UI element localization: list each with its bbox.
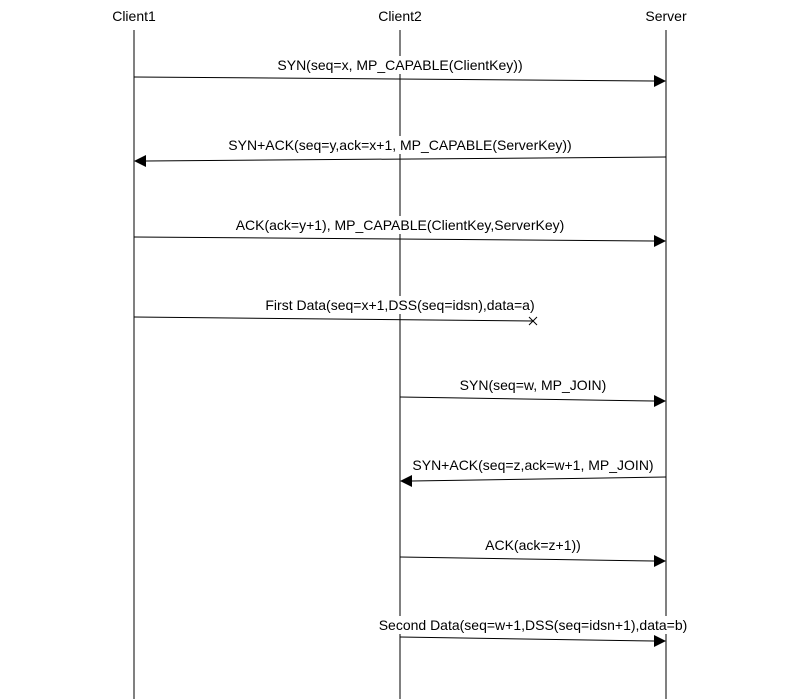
message-1-label-bg [270,56,530,74]
participant-server-label: Server [645,8,687,24]
participant-client2-label: Client2 [378,8,422,24]
message-5-label-bg [452,376,614,394]
message-3-arrow-line [133,236,655,242]
message-6-arrow-line [411,476,667,482]
message-5-label: SYN(seq=w, MP_JOIN) [460,377,607,393]
message-1-arrow-line [133,76,655,82]
message-7-arrowhead [654,555,666,567]
message-6-label-bg [404,456,662,474]
message-3: ACK(ack=y+1), MP_CAPABLE(ClientKey,Serve… [133,216,666,247]
participant-client1-label: Client1 [112,8,156,24]
message-2: SYN+ACK(seq=y,ack=x+1, MP_CAPABLE(Server… [134,136,667,167]
message-6-label: SYN+ACK(seq=z,ack=w+1, MP_JOIN) [412,457,653,473]
message-8: Second Data(seq=w+1,DSS(seq=idsn+1),data… [370,616,696,647]
message-7-label-bg [482,536,584,554]
message-6: SYN+ACK(seq=z,ack=w+1, MP_JOIN) [400,456,667,487]
message-1: SYN(seq=x, MP_CAPABLE(ClientKey)) [133,56,666,87]
message-1-arrowhead [654,75,666,87]
message-4-lost-cross-b [528,316,538,326]
message-4-lost: First Data(seq=x+1,DSS(seq=idsn),data=a) [133,296,544,326]
message-7-arrow-line [399,556,655,562]
message-3-arrowhead [654,235,666,247]
message-2-label-bg [216,136,584,154]
message-1-label: SYN(seq=x, MP_CAPABLE(ClientKey)) [277,57,522,73]
message-8-arrowhead [654,635,666,647]
message-7-label: ACK(ack=z+1)) [485,537,581,553]
message-2-arrowhead [134,155,146,167]
message-4-arrow-line [133,316,534,322]
message-6-arrowhead [400,475,412,487]
message-5-arrow-line [399,396,655,402]
message-5: SYN(seq=w, MP_JOIN) [399,376,666,407]
message-5-arrowhead [654,395,666,407]
message-2-arrow-line [145,156,667,162]
message-8-arrow-line [399,636,655,642]
message-3-label-bg [224,216,576,234]
message-7: ACK(ack=z+1)) [399,536,666,567]
message-3-label: ACK(ack=y+1), MP_CAPABLE(ClientKey,Serve… [236,217,565,233]
message-8-label: Second Data(seq=w+1,DSS(seq=idsn+1),data… [379,617,688,633]
message-2-label: SYN+ACK(seq=y,ack=x+1, MP_CAPABLE(Server… [228,137,571,153]
message-4-label: First Data(seq=x+1,DSS(seq=idsn),data=a) [265,297,534,313]
message-4-label-bg [258,296,544,314]
message-8-label-bg [370,616,696,634]
